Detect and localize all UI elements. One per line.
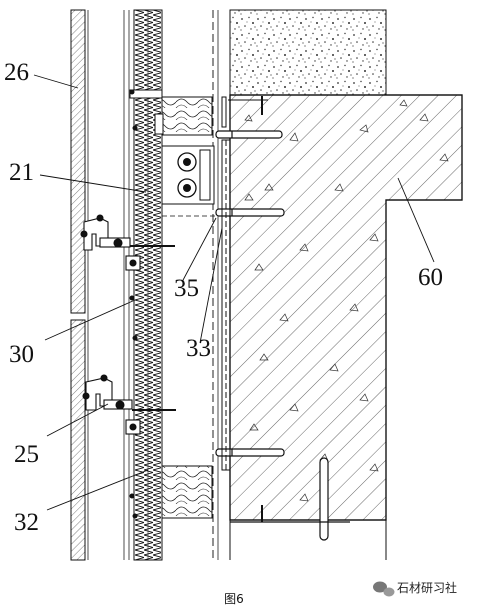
svg-text:35: 35 <box>174 275 199 302</box>
leader-lines <box>33 74 435 511</box>
label-33: 33 <box>186 335 211 362</box>
steel-channel <box>221 139 231 471</box>
lower-wall-edge <box>229 520 387 560</box>
block-wall <box>229 9 387 96</box>
insulation-fasteners <box>129 89 138 519</box>
label-60: 60 <box>418 264 443 291</box>
svg-text:21: 21 <box>9 159 34 186</box>
vertical-anchor <box>230 457 350 541</box>
anchor-bolts <box>215 130 285 457</box>
stone-bracket-upper <box>80 214 175 271</box>
stone-panel-lower <box>70 319 86 561</box>
gap-lines <box>87 10 130 560</box>
svg-text:32: 32 <box>14 509 39 536</box>
membrane-line <box>212 10 219 560</box>
stone-panel-upper <box>70 9 86 314</box>
svg-text:30: 30 <box>9 341 34 368</box>
label-21: 21 <box>9 159 34 186</box>
label-30: 30 <box>9 341 34 368</box>
svg-text:33: 33 <box>186 335 211 362</box>
insulation-board <box>133 9 163 561</box>
svg-text:60: 60 <box>418 264 443 291</box>
upper-hanger <box>129 89 164 135</box>
watermark: 石材研习社 <box>373 580 457 597</box>
label-25: 25 <box>14 441 39 468</box>
svg-text:26: 26 <box>4 59 29 86</box>
rockwool-pad-upper <box>161 96 213 136</box>
label-32: 32 <box>14 509 39 536</box>
svg-text:图6: 图6 <box>224 592 244 606</box>
svg-text:25: 25 <box>14 441 39 468</box>
label-26: 26 <box>4 59 29 86</box>
figure-caption: 图6 <box>224 592 244 606</box>
stone-bracket-lower <box>82 374 176 435</box>
label-35: 35 <box>174 275 199 302</box>
embedded-plate-upper <box>221 96 268 128</box>
svg-text:石材研习社: 石材研习社 <box>397 580 457 595</box>
bolt-connection-block <box>161 145 215 205</box>
rockwool-pad-lower <box>161 465 213 519</box>
wechat-bubble-icon <box>373 581 395 597</box>
